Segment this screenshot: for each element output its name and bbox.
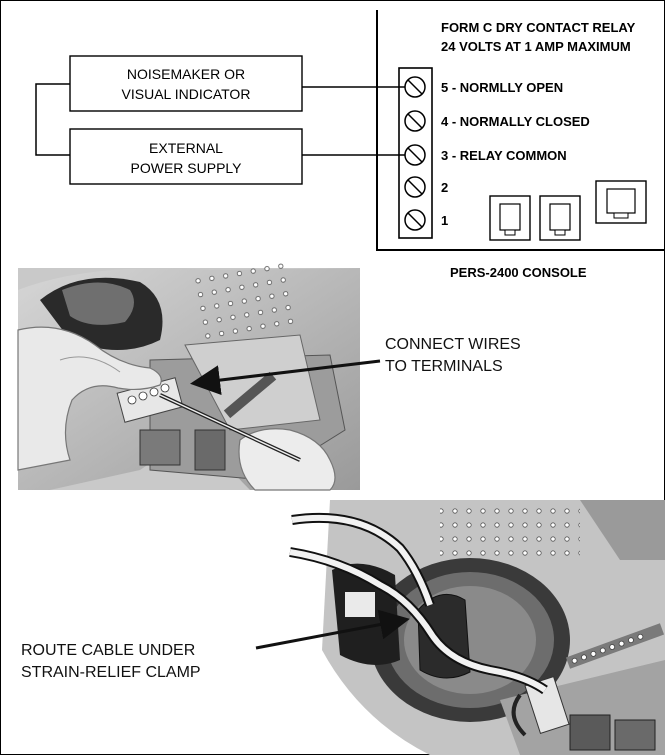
terminal-1-label: 1 [441,213,448,228]
terminal-4-label: 4 - NORMALLY CLOSED [441,114,590,129]
phone-jack-1-icon [489,195,531,241]
power-supply-line1: EXTERNAL [149,140,223,156]
terminal-screw-4-icon [404,110,426,132]
terminal-2-label: 2 [441,180,448,195]
strain-relief-line1: ROUTE CABLE UNDER [21,642,195,659]
console-label: PERS-2400 CONSOLE [450,265,587,280]
connect-wires-arrow [190,359,381,396]
photo-strain-relief [255,500,665,755]
connect-wires-line2: TO TERMINALS [385,358,503,375]
phone-jack-3-icon [595,180,647,224]
terminal-screw-1-icon [404,209,426,231]
terminal-5-label: 5 - NORMLLY OPEN [441,80,563,95]
terminal-screw-5-icon [404,76,426,98]
phone-jack-2-icon [539,195,581,241]
noisemaker-line1: NOISEMAKER OR [127,66,245,82]
relay-title-line1: FORM C DRY CONTACT RELAY [441,20,636,35]
photo-connect-wires [17,262,381,491]
terminal-screw-2-icon [404,176,426,198]
connect-wires-line1: CONNECT WIRES [385,336,521,353]
noisemaker-box [69,55,303,112]
power-supply-box [69,128,303,185]
terminal-screws [404,76,426,231]
relay-title-line2: 24 VOLTS AT 1 AMP MAXIMUM [441,39,631,54]
strain-relief-arrow [255,609,410,650]
terminal-screw-3-icon [404,144,426,166]
terminal-3-label: 3 - RELAY COMMON [441,148,567,163]
noisemaker-line2: VISUAL INDICATOR [122,86,251,102]
wiring-diagram: FORM C DRY CONTACT RELAY 24 VOLTS AT 1 A… [35,10,665,280]
strain-relief-line2: STRAIN-RELIEF CLAMP [21,664,201,681]
console-outline [376,10,665,251]
wires [35,83,405,156]
power-supply-line2: POWER SUPPLY [131,160,243,176]
